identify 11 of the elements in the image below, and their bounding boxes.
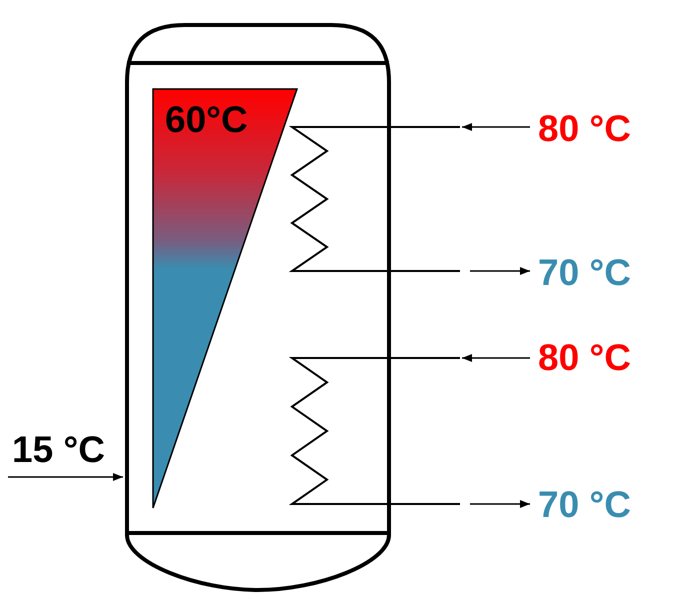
temperature-label: 80 °C (538, 110, 631, 147)
arrow (470, 267, 530, 275)
arrow (462, 123, 530, 131)
temperature-label: 70 °C (538, 486, 631, 523)
temperature-label: 70 °C (538, 254, 631, 291)
temperature-label: 80 °C (538, 339, 631, 376)
arrow (462, 354, 530, 362)
arrow (8, 473, 123, 481)
temperature-label: 15 °C (12, 431, 105, 468)
arrow (470, 500, 530, 508)
temperature-label: 60°C (165, 101, 248, 138)
